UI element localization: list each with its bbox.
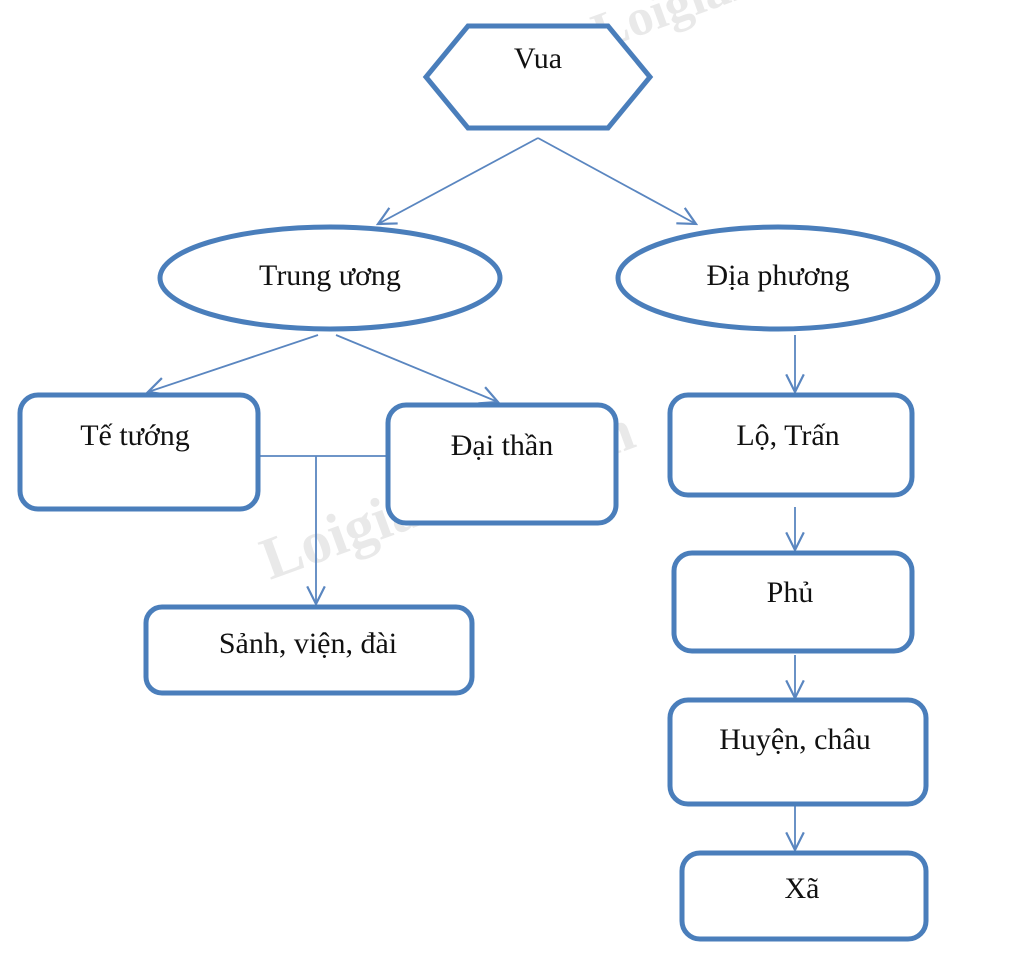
- node-xa-label: Xã: [785, 872, 820, 905]
- node-dia-phuong-shape: [615, 224, 941, 332]
- node-vua-label: Vua: [514, 42, 562, 75]
- watermark-top: Loigiaihay.com: [585, 0, 924, 61]
- edge-group: [148, 137, 795, 850]
- node-te-tuong: Tế tướng: [17, 392, 261, 512]
- node-sanh-vien-dai-label: Sảnh, viện, đài: [219, 627, 397, 660]
- node-lo-tran-label: Lộ, Trấn: [736, 419, 839, 452]
- node-phu-shape: [671, 550, 915, 654]
- node-huyen-chau-label: Huyện, châu: [719, 723, 871, 756]
- node-vua: Vua: [422, 23, 654, 131]
- node-lo-tran: Lộ, Trấn: [667, 392, 915, 498]
- edge-vua-trung-uong: [378, 137, 539, 224]
- node-phu-label: Phủ: [767, 576, 814, 609]
- node-xa: Xã: [679, 850, 929, 942]
- node-dai-than: Đại thần: [385, 402, 619, 526]
- node-sanh-vien-dai-shape: [143, 604, 475, 696]
- edge-trung-uong-te-tuong: [148, 334, 319, 392]
- node-dai-than-shape: [385, 402, 619, 526]
- node-te-tuong-shape: [17, 392, 261, 512]
- node-xa-shape: [679, 850, 929, 942]
- node-huyen-chau-shape: [667, 697, 929, 807]
- edge-trung-uong-dai-than: [335, 334, 498, 402]
- node-te-tuong-label: Tế tướng: [80, 419, 190, 452]
- node-huyen-chau: Huyện, châu: [667, 697, 929, 807]
- node-sanh-vien-dai: Sảnh, viện, đài: [143, 604, 475, 696]
- node-dai-than-label: Đại thần: [451, 429, 553, 462]
- node-trung-uong: Trung ương: [157, 224, 503, 332]
- edge-vua-dia-phuong: [537, 137, 696, 224]
- node-phu: Phủ: [671, 550, 915, 654]
- node-trung-uong-label: Trung ương: [259, 259, 401, 292]
- node-dia-phuong-label: Địa phương: [707, 259, 850, 292]
- node-dia-phuong: Địa phương: [615, 224, 941, 332]
- node-vua-shape: [422, 23, 654, 131]
- node-lo-tran-shape: [667, 392, 915, 498]
- node-trung-uong-shape: [157, 224, 503, 332]
